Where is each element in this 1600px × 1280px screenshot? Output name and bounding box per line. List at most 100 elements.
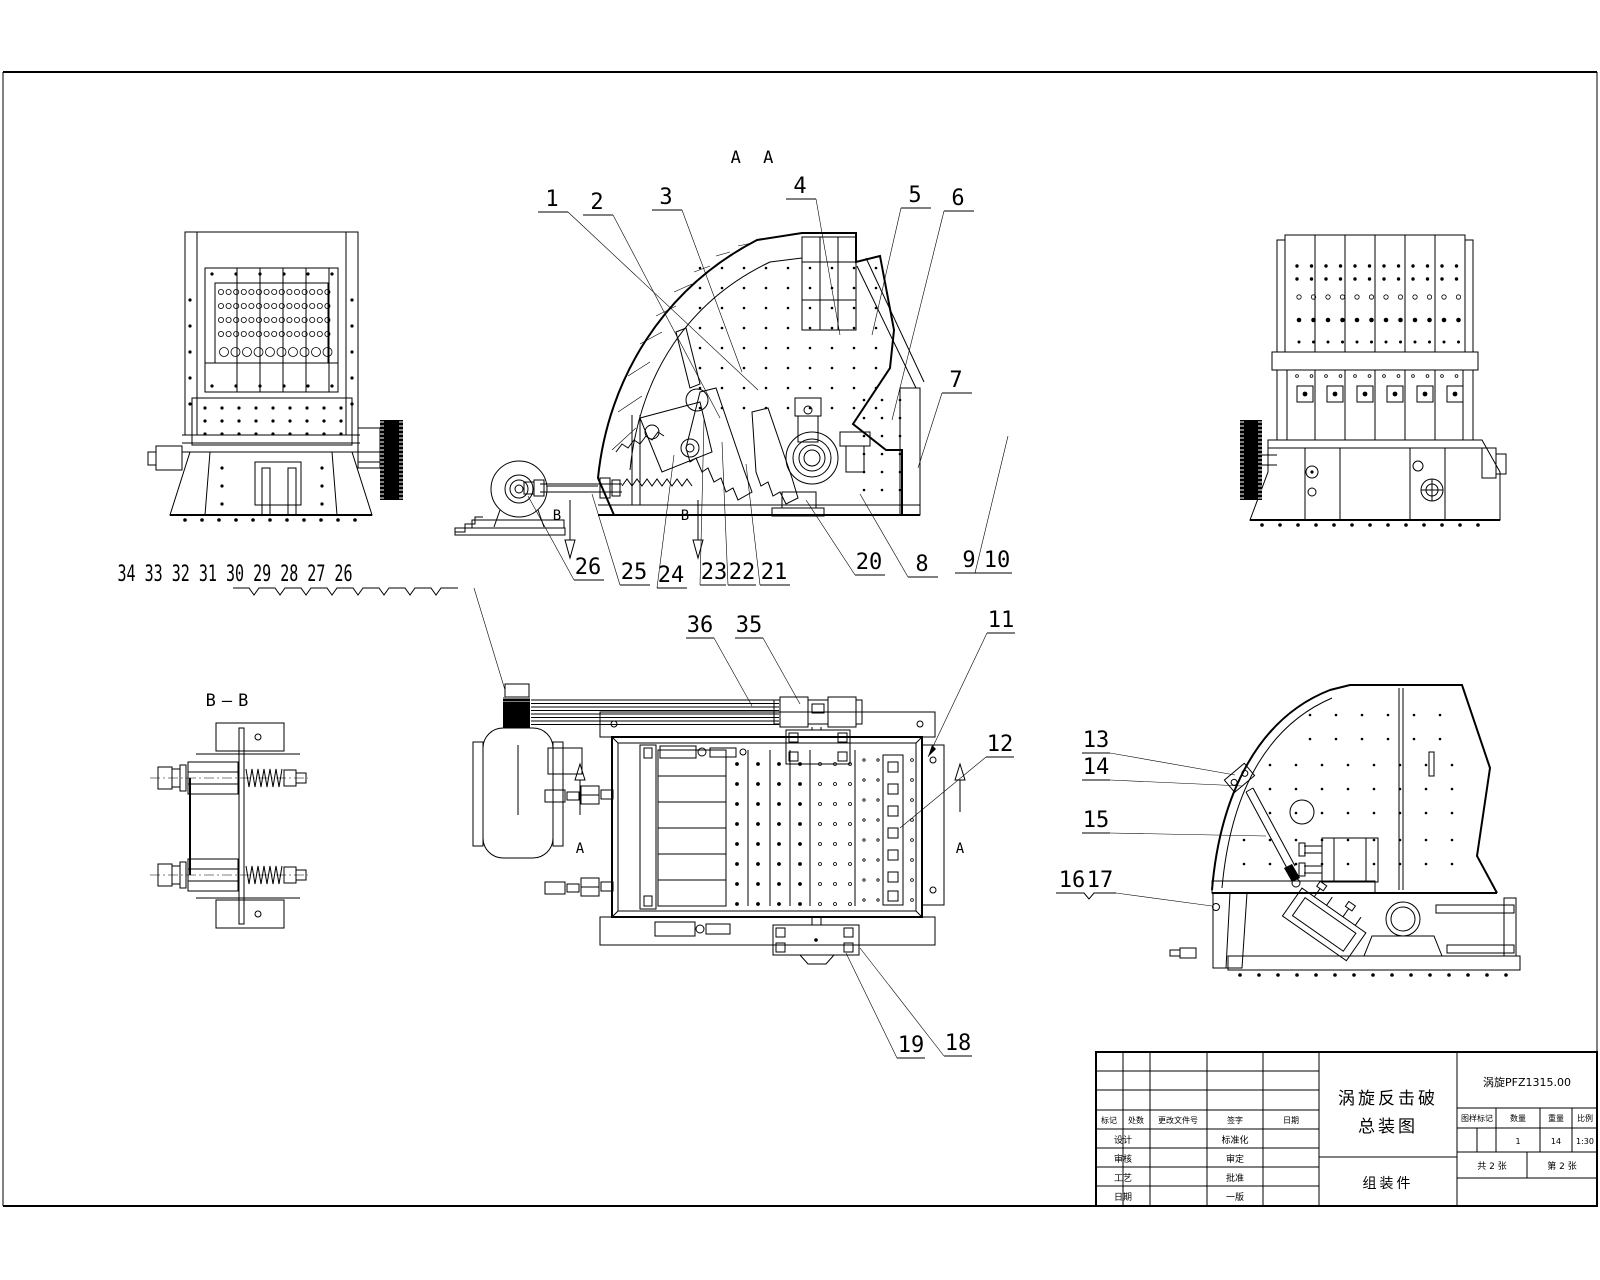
- bolts: [350, 298, 354, 406]
- callouts-plan: 36 35 11 12 19 18: [686, 608, 1015, 1059]
- part-name: 组装件: [1363, 1176, 1414, 1192]
- rev-header-sign: 签字: [1227, 1115, 1243, 1125]
- svg-text:B: B: [681, 508, 689, 524]
- tension-rod-assembly-bottom: [544, 872, 614, 904]
- callout-11: 11: [988, 608, 1015, 633]
- liner-bolts: [1295, 264, 1459, 281]
- feet: [1238, 973, 1508, 977]
- row-edition: 一版: [1226, 1191, 1244, 1203]
- callout-26: 26: [575, 555, 602, 580]
- plan-view: A A: [472, 683, 966, 965]
- callout-chain-numbers: 34 33 32 31 30 29 28 27 26: [118, 562, 353, 587]
- val-weight: 14: [1551, 1137, 1561, 1146]
- callout-chain: 34 33 32 31 30 29 28 27 26: [118, 562, 506, 691]
- callout-12: 12: [987, 732, 1014, 757]
- deck-pins: [818, 762, 852, 906]
- callouts-side: 13 14 15 16 17: [1056, 728, 1267, 907]
- studs: [1296, 317, 1461, 323]
- section-bb-label: B—B: [206, 691, 255, 711]
- callout-35: 35: [736, 613, 763, 638]
- bolts: [210, 272, 334, 276]
- callouts-aa: 1 2 3 4 5 6 7 20 8 9 10 21 22 23 24 25 2…: [527, 174, 1012, 589]
- revision-table: 标记 处数 更改文件号 签字 日期 设计 审核 工艺 日期 标准化 审定 批准 …: [1096, 1052, 1319, 1206]
- section-bb-view: B—B: [150, 691, 308, 929]
- tension-rod-bottom: [150, 858, 308, 892]
- callout-3: 3: [659, 185, 672, 210]
- callout-6: 6: [951, 186, 964, 211]
- drawing-number: 涡旋PFZ1315.00: [1483, 1075, 1571, 1089]
- callout-24: 24: [658, 563, 685, 588]
- callout-21: 21: [761, 560, 788, 585]
- tension-rod-top: [150, 761, 308, 795]
- callout-22: 22: [729, 560, 756, 585]
- section-b-label: B: [553, 508, 561, 524]
- pins: [910, 758, 914, 902]
- chain-curtain: [217, 288, 331, 337]
- rear-view: [1240, 234, 1507, 527]
- wall-dots: [862, 398, 902, 492]
- col-weight: 重量: [1548, 1113, 1564, 1123]
- row-design: 设计: [1114, 1134, 1132, 1146]
- callout-14: 14: [1083, 755, 1110, 780]
- front-view: [147, 231, 483, 533]
- row-date: 日期: [1114, 1192, 1132, 1203]
- callout-8: 8: [915, 552, 928, 577]
- callout-15: 15: [1083, 808, 1110, 833]
- callout-1: 1: [545, 187, 558, 212]
- bolts: [188, 298, 192, 406]
- callout-5: 5: [908, 183, 921, 208]
- row-check: 审核: [1114, 1153, 1132, 1165]
- callout-18: 18: [945, 1031, 972, 1056]
- val-scale: 1:30: [1576, 1137, 1594, 1146]
- tilted-bracket: [1281, 880, 1367, 962]
- pins: [1295, 374, 1459, 378]
- callout-23: 23: [701, 560, 728, 585]
- motor-pulley: [503, 697, 530, 728]
- chain-ends: [219, 347, 333, 357]
- callout-25: 25: [621, 560, 648, 585]
- sheet-no: 第 2 张: [1547, 1160, 1576, 1172]
- section-b-arrows: B B: [553, 500, 704, 560]
- bolts: [210, 384, 334, 388]
- shell-bolts: [1268, 763, 1454, 815]
- pins: [1297, 340, 1460, 344]
- row-process: 工艺: [1114, 1173, 1132, 1184]
- tension-rod-assembly-top: [544, 780, 614, 812]
- shell-bolts: [1242, 838, 1454, 866]
- section-a-arrows: A A: [574, 762, 966, 857]
- row-approve: 批准: [1226, 1172, 1244, 1184]
- hooks: [1296, 294, 1462, 300]
- pivot-bracket: [1223, 762, 1256, 794]
- rev-header-date: 日期: [1283, 1116, 1299, 1125]
- section-a-label: A: [576, 841, 585, 857]
- rev-header-count: 处数: [1128, 1115, 1144, 1125]
- rev-header-doc: 更改文件号: [1158, 1115, 1198, 1125]
- col-mark: 图样标记: [1461, 1113, 1493, 1123]
- sheet-frame: [2, 71, 1598, 1207]
- section-aa-view: A A: [454, 148, 925, 560]
- pins: [862, 758, 880, 902]
- base-bolts: [220, 466, 324, 506]
- callout-17: 17: [1087, 868, 1114, 893]
- rev-header-mark: 标记: [1101, 1115, 1117, 1125]
- deck-bolts: [735, 762, 802, 906]
- svg-text:A: A: [956, 841, 965, 857]
- v-belts: [531, 699, 779, 725]
- callout-36: 36: [687, 613, 714, 638]
- callout-2: 2: [590, 190, 603, 215]
- liner-dots: [698, 266, 878, 410]
- title-block: 标记 处数 更改文件号 签字 日期 设计 审核 工艺 日期 标准化 审定 批准 …: [1095, 1051, 1598, 1207]
- shell-bolts: [1308, 713, 1442, 741]
- feet: [1260, 523, 1480, 527]
- col-qty: 数量: [1510, 1113, 1526, 1123]
- row-standard: 标准化: [1221, 1134, 1248, 1146]
- section-aa-label: A A: [731, 148, 780, 168]
- sheet-total: 共 2 张: [1477, 1161, 1506, 1172]
- callout-13: 13: [1083, 728, 1110, 753]
- bearing-housing-top: [785, 729, 851, 765]
- callout-4: 4: [793, 174, 806, 199]
- motor-junction-box: [547, 747, 583, 775]
- callout-9: 9: [962, 548, 975, 573]
- callout-19: 19: [898, 1033, 925, 1058]
